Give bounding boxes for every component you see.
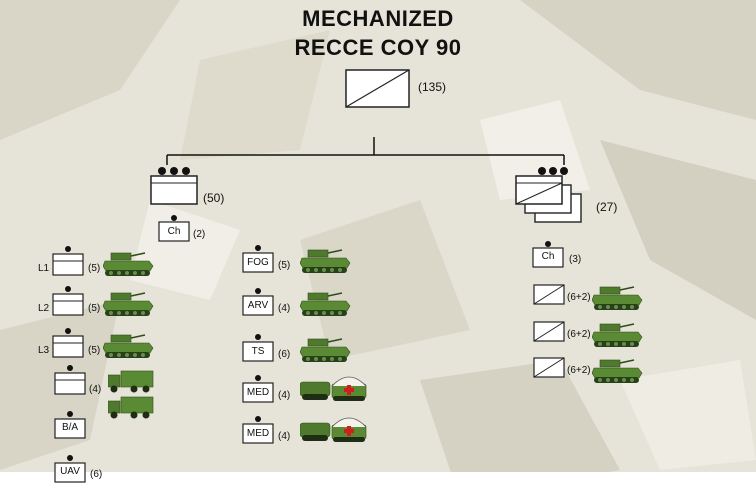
right-chief-symbol [532, 241, 564, 268]
hq-platoon-symbol [150, 167, 198, 205]
hq-vehicle-label: MED [246, 387, 270, 398]
ba-unit-symbol [54, 411, 86, 439]
hq-vehicle-label: FOG [247, 257, 269, 268]
hq-vehicle-label: TS [251, 346, 265, 357]
hq-vehicle-symbol [242, 334, 274, 362]
recce-platoon-label: L2 [38, 303, 50, 314]
hq-vehicle-label: ARV [247, 300, 269, 311]
recce-platoon-symbol [52, 286, 84, 316]
truck-icon [108, 370, 154, 393]
right-chief-label: Ch [541, 251, 555, 262]
hq-vehicle-symbol [242, 416, 274, 444]
footer-text: HÖGKVARTERET [34, 489, 114, 499]
right-unit-symbol [533, 321, 565, 342]
hq-vehicle-symbol [242, 288, 274, 316]
company-symbol [345, 69, 410, 108]
uav-unit-label: UAV [60, 466, 80, 477]
ba-unit-label: B/A [61, 422, 79, 433]
hq-vehicle-symbol [242, 375, 274, 403]
right-group-strength: (27) [596, 200, 618, 214]
recce-platoon-strength: (5) [88, 345, 101, 356]
right-unit-strength: (6+2) [567, 292, 591, 303]
recce-platoon-symbol [52, 328, 84, 358]
hq-vehicle-label: MED [246, 428, 270, 439]
recce-platoon-strength: (5) [88, 263, 101, 274]
hq-vehicle-symbol [242, 245, 274, 273]
page-title-line2: RECCE COY 90 [294, 35, 462, 60]
hq-vehicle-strength: (6) [278, 349, 291, 360]
right-chief-strength: (3) [569, 254, 582, 265]
tank-icon [300, 292, 351, 317]
right-unit-strength: (6+2) [567, 365, 591, 376]
hq-chief-label: Ch [167, 226, 181, 237]
truck-icon [108, 396, 154, 419]
tank-icon [103, 334, 154, 359]
hq-chief-strength: (2) [193, 229, 206, 240]
uav-unit-symbol [54, 455, 86, 483]
tank-icon [592, 286, 643, 311]
right-group-symbol [515, 167, 582, 223]
hq-vehicle-strength: (4) [278, 390, 291, 401]
recce-platoon-symbol [52, 246, 84, 276]
recce-platoon-label: L3 [38, 345, 50, 356]
right-unit-strength: (6+2) [567, 329, 591, 340]
recce-platoon-strength: (5) [88, 303, 101, 314]
uav-unit-strength: (6) [90, 469, 103, 480]
tank-icon [103, 252, 154, 277]
medical-vehicle-icon [300, 417, 367, 443]
hq-platoon-strength: (50) [203, 191, 225, 205]
hq-chief-symbol [158, 215, 190, 242]
tank-icon [592, 359, 643, 384]
tank-icon [300, 249, 351, 274]
recce-platoon-label: L1 [38, 263, 50, 274]
tank-icon [300, 338, 351, 363]
hq-vehicle-strength: (5) [278, 260, 291, 271]
right-unit-symbol [533, 357, 565, 378]
hq-vehicle-strength: (4) [278, 303, 291, 314]
company-strength: (135) [418, 80, 447, 94]
right-unit-symbol [533, 284, 565, 305]
support-unit-strength: (4) [89, 384, 102, 395]
medical-vehicle-icon [300, 376, 367, 402]
page-title-line1: MECHANIZED [302, 6, 454, 31]
tank-icon [103, 292, 154, 317]
hq-vehicle-strength: (4) [278, 431, 291, 442]
support-unit-symbol [54, 365, 86, 395]
tank-icon [592, 323, 643, 348]
